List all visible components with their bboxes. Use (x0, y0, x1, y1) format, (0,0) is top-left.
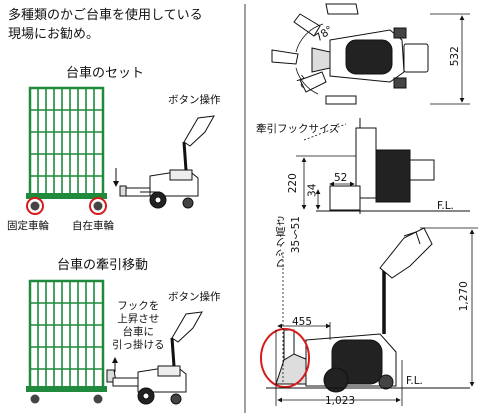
hook-highlight-circle (260, 328, 310, 388)
top-view-drawing (271, 3, 429, 105)
dim-lines-side (275, 227, 478, 406)
hook-note-line: フックを (117, 300, 160, 312)
button-op-label-set: ボタン操作 (168, 94, 221, 106)
dim-52: 52 (334, 172, 348, 184)
hook-size-drawing (329, 118, 435, 214)
intro-text: 多種類のかご台車を使用している 現場にお勧め。 (8, 6, 203, 44)
hook-note: フックを 上昇させ 台車に 引っ掛ける (112, 300, 165, 352)
fixed-wheel-highlight (26, 197, 44, 215)
fl-label-hook: F.L. (437, 200, 454, 212)
section-title-set: 台車のセット (66, 66, 145, 81)
cart-cage-tow (26, 279, 107, 392)
intro-line-2: 現場にお勧め。 (8, 27, 100, 42)
tug-vehicle-tow (106, 311, 203, 405)
fl-label-side: F.L. (406, 375, 423, 387)
cart-wheels-set (30, 201, 103, 211)
fixed-wheel-label: 固定車輪 (7, 220, 49, 232)
section-title-tow: 台車の牽引移動 (57, 258, 149, 273)
intro-line-1: 多種類のかご台車を使用している (8, 8, 203, 23)
dim-lines-hook (296, 123, 356, 210)
dim-line-532 (430, 13, 470, 105)
angle-arc (295, 23, 324, 95)
cart-wheels-tow (30, 394, 103, 404)
button-op-label-tow: ボタン操作 (168, 291, 221, 303)
hook-note-line: 台車に (122, 326, 155, 338)
tug-vehicle-set (119, 115, 215, 209)
side-view-drawing (275, 227, 433, 393)
hook-note-line: 上昇させ (117, 313, 160, 325)
dim-455: 455 (292, 316, 313, 328)
cart-cage-set (26, 86, 107, 199)
free-wheel-highlight (89, 197, 107, 215)
hook-size-title: 牽引フックサイズ (256, 123, 340, 135)
free-wheel-label: 自在車輪 (72, 220, 114, 232)
hook-note-line: 引っ掛ける (112, 339, 165, 351)
